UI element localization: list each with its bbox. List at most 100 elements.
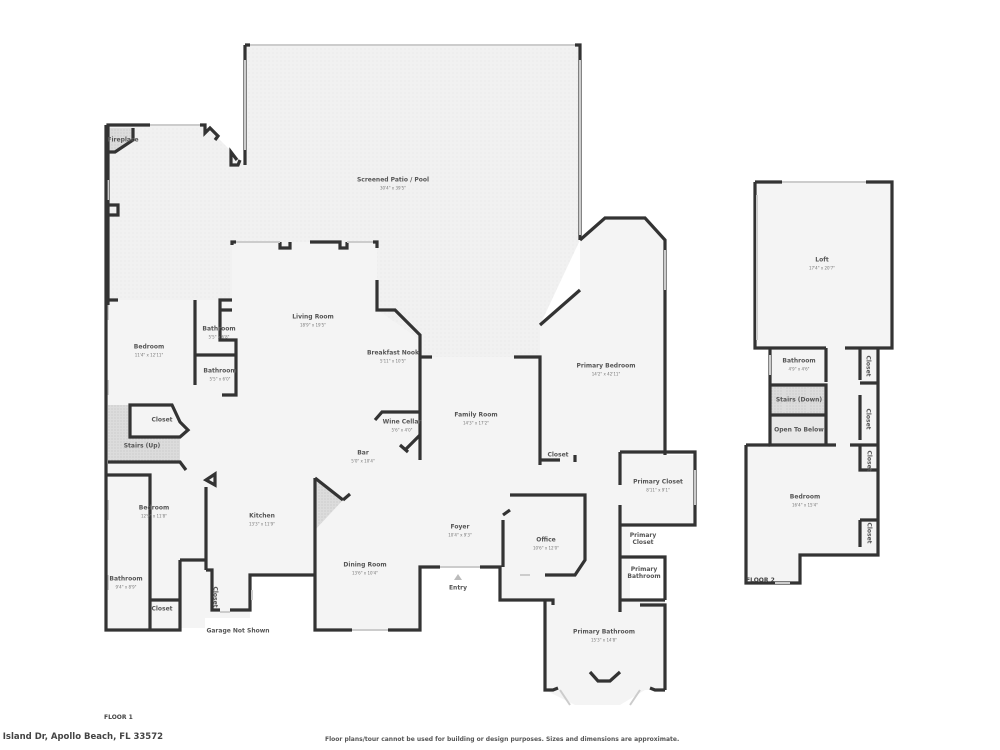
room-name: Fireplace: [107, 136, 139, 144]
room-name: Bathroom: [202, 325, 236, 333]
room-dims: 4'9" x 4'6": [788, 366, 810, 372]
room-stairs-down: Stairs (Down): [776, 397, 822, 404]
room-dims: 12'9" x 11'8": [140, 513, 168, 519]
room-name: Stairs (Down): [775, 396, 823, 404]
room-name: Loft: [815, 256, 829, 264]
room-name: Primary Bedroom: [576, 362, 636, 370]
floor1-walls: [104, 43, 697, 706]
room-name: Primary Bathroom: [627, 566, 661, 580]
room-dims: 14'2" x 42'11": [591, 371, 621, 377]
room-dims: 5'5" x 6'8": [208, 334, 230, 340]
room-name: Open To Below: [774, 426, 824, 434]
room-name: Primary Bathroom: [573, 628, 635, 636]
room-name: Closet: [864, 408, 872, 430]
room-dims: 13'3" x 11'9": [248, 521, 276, 527]
room-closet: Closet: [212, 586, 219, 607]
room-name: Closet: [211, 586, 219, 608]
disclaimer: Floor plans/tour cannot be used for buil…: [325, 736, 680, 743]
room-dims: 18'9" x 19'5": [299, 322, 327, 328]
room-name: Bar: [357, 449, 369, 457]
room-name: Foyer: [450, 523, 470, 531]
room-name: Stairs (Up): [123, 442, 161, 450]
room-closet: Closet: [866, 522, 873, 543]
room-name: Closet: [864, 355, 872, 377]
room-name: Closet: [865, 450, 873, 472]
room-name: Closet: [151, 605, 173, 613]
room-name: Closet: [865, 522, 873, 544]
room-name: Screened Patio / Pool: [356, 176, 430, 184]
room-dims: 13'6" x 10'4": [351, 570, 379, 576]
floor2-fill: [746, 182, 892, 583]
floor1-label: FLOOR 1: [104, 714, 133, 721]
room-name: Bedroom: [133, 343, 165, 351]
room-name: Garage Not Shown: [206, 627, 270, 635]
property-address: e Island Dr, Apollo Beach, FL 33572: [0, 732, 164, 742]
room-primary-bathroom: Primary Bathroom: [626, 566, 662, 580]
room-name: Primary Closet: [629, 532, 657, 546]
room-closet: Closet: [547, 452, 568, 459]
floor1-fill: [105, 45, 695, 705]
room-name: Wine Cellar: [382, 418, 422, 426]
room-dims: 16'4" x 15'4": [791, 502, 819, 508]
room-dims: 5'5" x 6'0": [209, 376, 231, 382]
room-dims: 14'3" x 17'2": [462, 420, 490, 426]
room-name: Bathroom: [782, 357, 816, 365]
room-name: Kitchen: [249, 512, 275, 520]
room-dims: 15'3" x 14'8": [590, 637, 618, 643]
room-closet: Closet: [865, 355, 872, 376]
room-name: Breakfast Nook: [366, 349, 420, 357]
entry-marker-icon: [454, 574, 462, 580]
room-primary-closet: Primary Closet: [626, 532, 660, 546]
room-name: Living Room: [292, 313, 334, 321]
room-open-to-below: Open To Below: [774, 427, 824, 434]
room-name: Bedroom: [138, 504, 170, 512]
room-dims: 10'6" x 12'0": [532, 545, 560, 551]
room-dims: 9'4" x 8'9": [115, 584, 137, 590]
room-closet: Closet: [151, 417, 172, 424]
room-dims: 10'4" x 9'3": [448, 532, 472, 538]
room-dims: 5'11" x 10'5": [379, 358, 407, 364]
floor2-walls: [744, 180, 894, 585]
room-dims: 30'4" x 39'5": [379, 185, 407, 191]
room-name: Bedroom: [789, 493, 821, 501]
room-name: Closet: [547, 451, 569, 459]
room-closet: Closet: [151, 606, 172, 613]
room-name: Primary Closet: [633, 478, 683, 486]
room-name: Bathroom: [109, 575, 143, 583]
room-dims: 5'0" x 10'4": [351, 458, 375, 464]
room-closet: Closet: [866, 450, 873, 471]
room-dims: 8'11" x 9'1": [646, 487, 670, 493]
floor2-label: FLOOR 2: [746, 577, 775, 584]
room-name: Office: [536, 536, 556, 544]
room-name: Family Room: [454, 411, 498, 419]
room-name: Bathroom: [203, 367, 237, 375]
room-name: Dining Room: [343, 561, 387, 569]
room-name: Closet: [151, 416, 173, 424]
room-dims: 11'4" x 12'11": [134, 352, 164, 358]
room-fireplace: Fireplace: [107, 137, 138, 144]
room-dims: 17'4" x 20'7": [808, 265, 836, 271]
garage-not-shown-label: Garage Not Shown: [206, 628, 269, 635]
room-closet: Closet: [865, 408, 872, 429]
